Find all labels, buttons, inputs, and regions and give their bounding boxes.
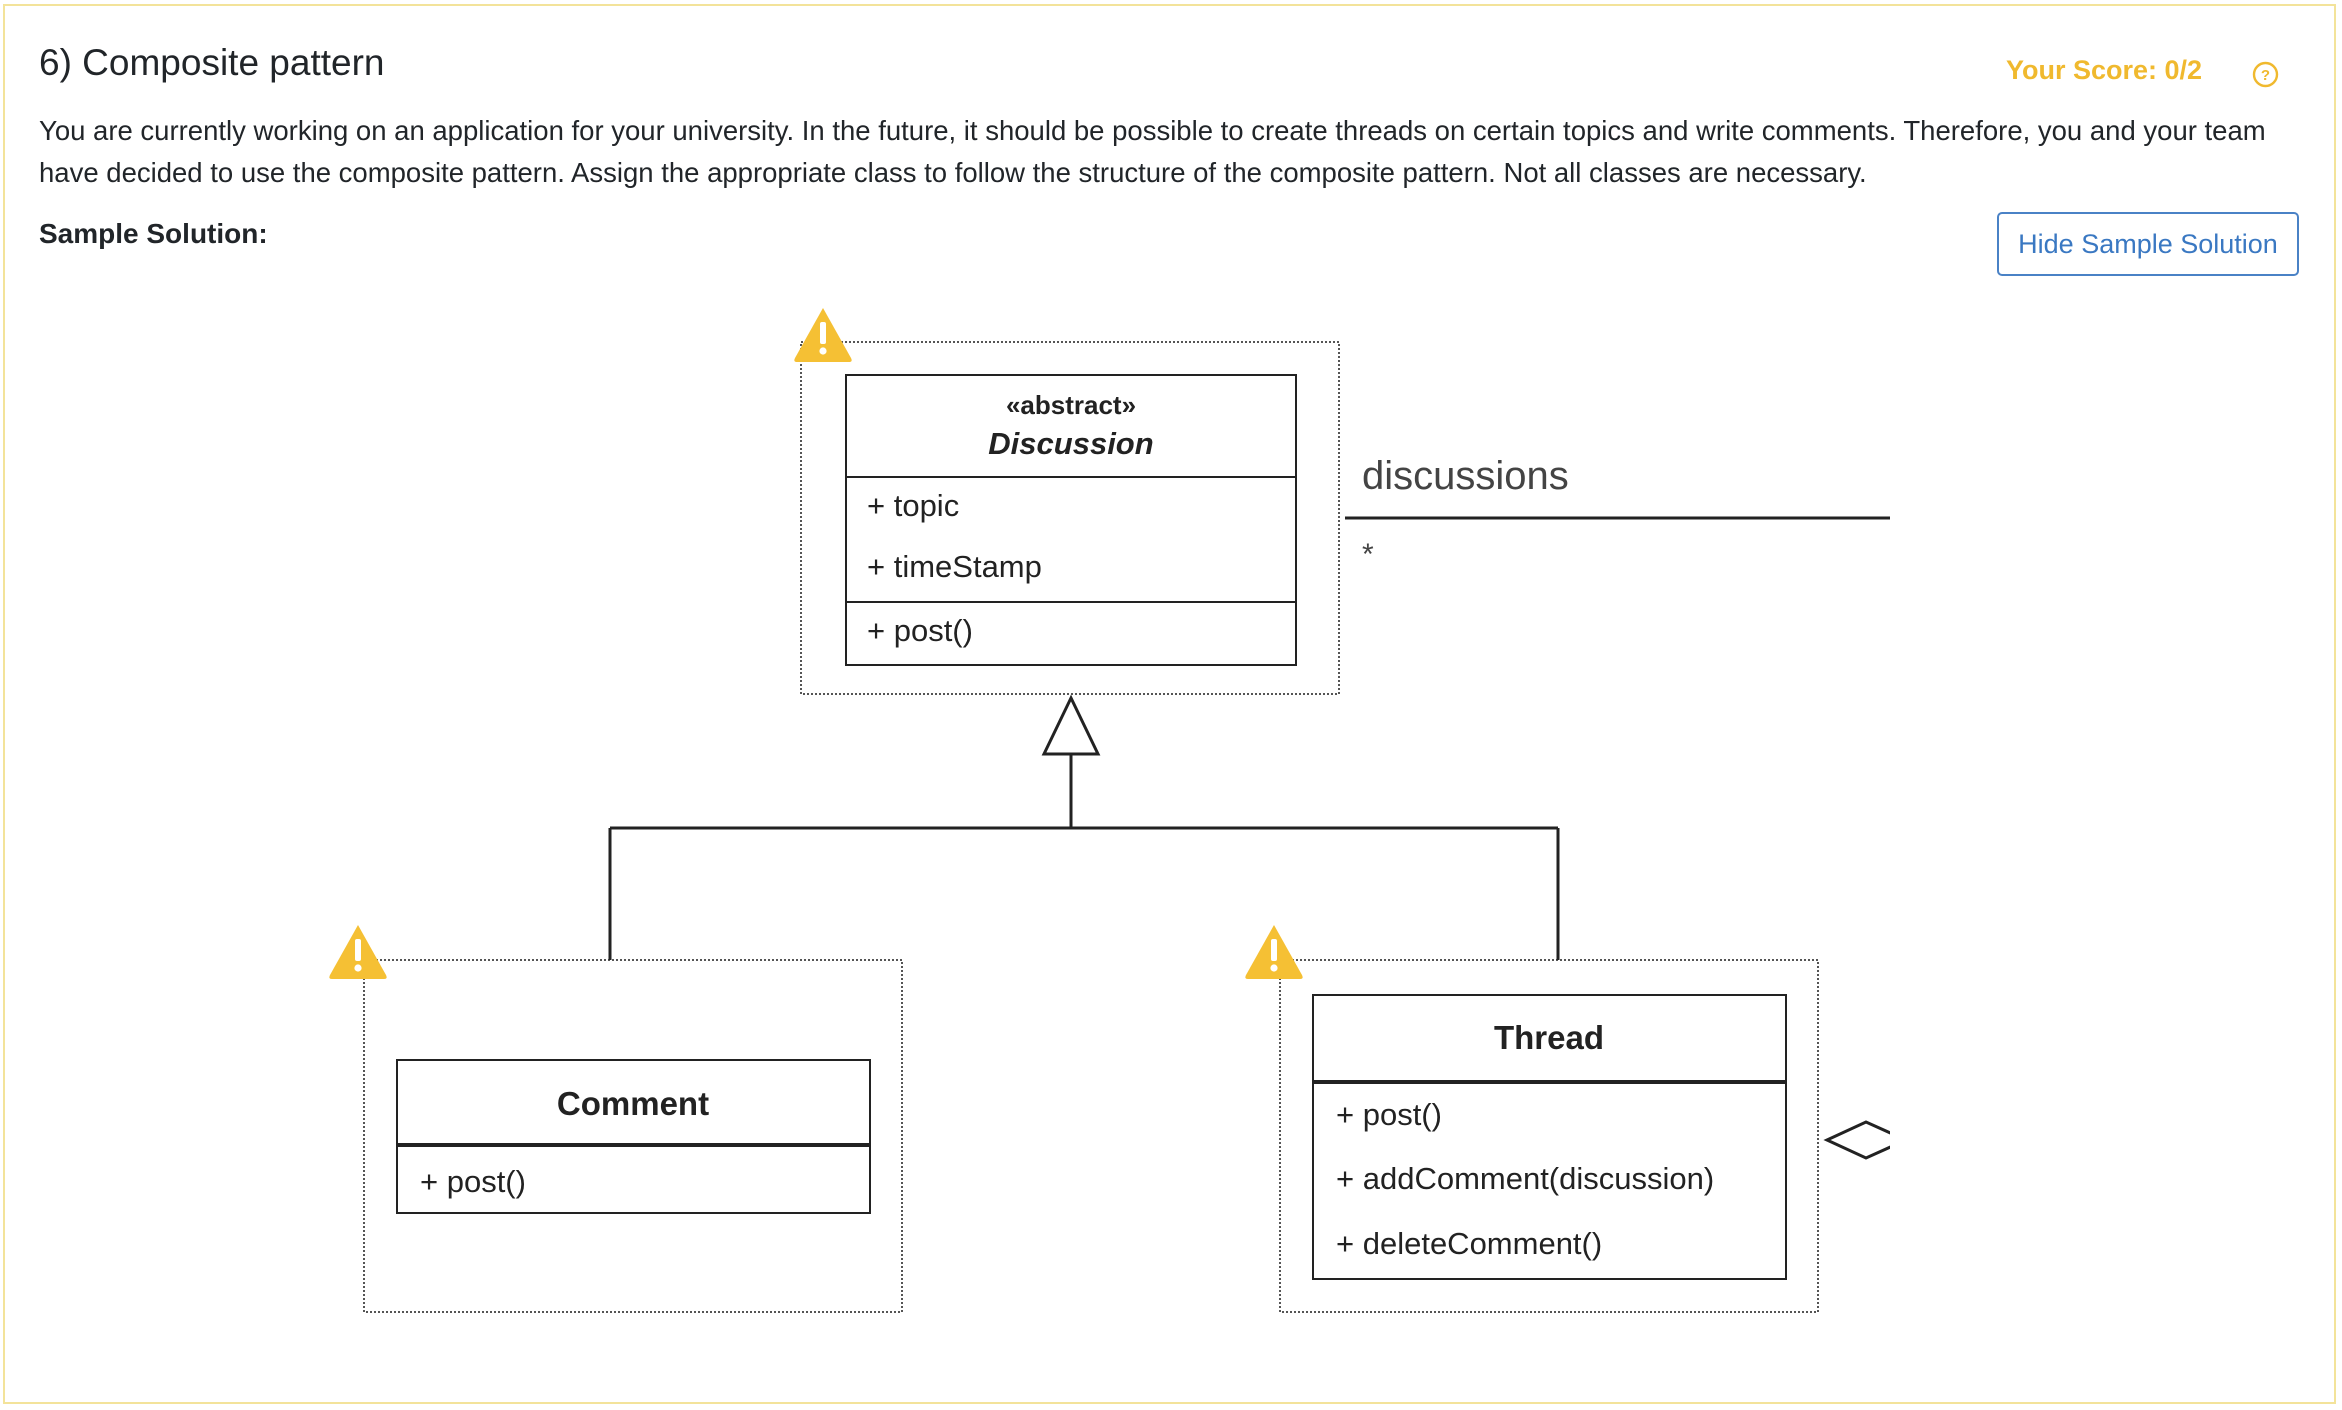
uml-diagram: «abstract» Discussion + topic + timeStam… [329, 308, 1890, 1313]
discussion-class-name: Discussion [988, 426, 1153, 461]
class-comment[interactable]: Comment + post() [396, 1059, 871, 1214]
question-card [3, 4, 2336, 1404]
hide-sample-solution-button[interactable]: Hide Sample Solution [1997, 212, 2299, 276]
svg-text:?: ? [2261, 67, 2270, 84]
sample-solution-label: Sample Solution: [39, 218, 268, 249]
aggregation-association: discussions * [1345, 454, 1890, 1160]
drop-zone-thread[interactable] [1279, 959, 1819, 1313]
question-title: 6) Composite pattern [39, 42, 385, 83]
warning-icon [794, 308, 852, 362]
discussion-stereotype: «abstract» [1006, 390, 1136, 420]
score-text: Your Score: 0/2 [2006, 55, 2203, 85]
thread-method-post: + post() [1336, 1097, 1442, 1132]
help-icon[interactable]: ? [2252, 61, 2279, 88]
thread-class-name: Thread [1494, 1019, 1604, 1056]
thread-method-delete-comment: + deleteComment() [1336, 1226, 1602, 1261]
discussion-attribute-timestamp: + timeStamp [867, 549, 1042, 584]
discussion-attribute-topic: + topic [867, 488, 959, 523]
association-multiplicity: * [1362, 538, 1374, 571]
question-description: You are currently working on an applicat… [39, 115, 2266, 188]
association-role-label: discussions [1362, 454, 1569, 498]
aggregation-diamond [1823, 1120, 1890, 1160]
class-thread[interactable]: Thread + post() + addComment(discussion)… [1312, 994, 1787, 1280]
comment-method-post: + post() [420, 1164, 526, 1199]
warning-icon [329, 925, 387, 979]
generalization-arrow [608, 694, 1560, 960]
thread-method-add-comment: + addComment(discussion) [1336, 1161, 1714, 1196]
drop-zone-comment[interactable] [363, 959, 903, 1313]
discussion-method-post: + post() [867, 613, 973, 648]
class-discussion[interactable]: «abstract» Discussion + topic + timeStam… [845, 374, 1297, 666]
warning-icon [1245, 925, 1303, 979]
drop-zone-discussion[interactable] [800, 341, 1340, 695]
comment-class-name: Comment [557, 1085, 709, 1122]
